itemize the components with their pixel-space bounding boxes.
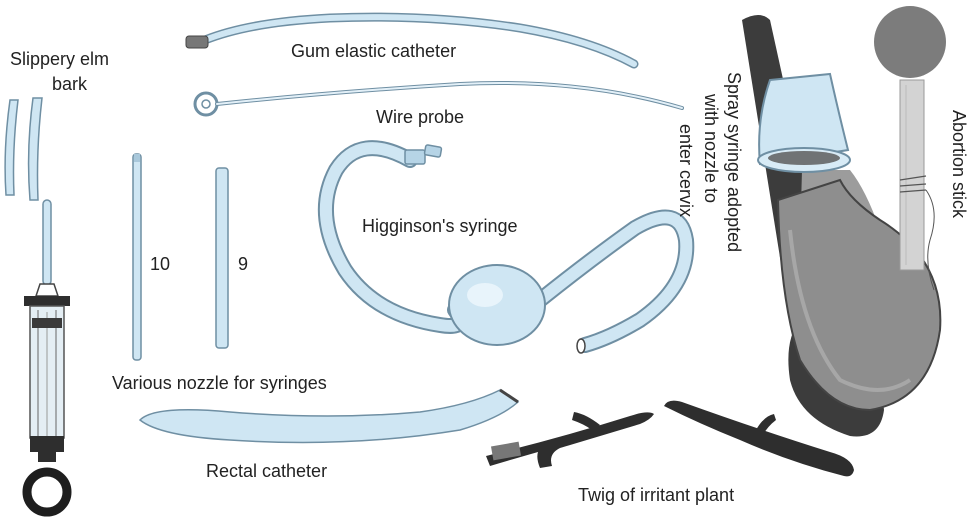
- higginsons-syringe: [326, 145, 686, 353]
- label-slippery-elm-line1: Slippery elm: [10, 49, 109, 69]
- label-nozzle-9: 9: [238, 254, 248, 274]
- nozzle-10: [133, 154, 141, 360]
- rectal-catheter: [140, 390, 518, 442]
- label-gum-elastic-catheter: Gum elastic catheter: [291, 41, 456, 61]
- label-higginsons-syringe: Higginson's syringe: [362, 216, 518, 236]
- label-wire-probe: Wire probe: [376, 107, 464, 127]
- twig-irritant-plant: [486, 401, 854, 477]
- label-spray-syringe-line1: Spray syringe adopted: [724, 72, 744, 252]
- slippery-elm-bark: [5, 98, 42, 200]
- label-abortion-stick: Abortion stick: [949, 110, 969, 219]
- label-spray-syringe-line2: with nozzle to: [701, 93, 721, 203]
- nozzle-9: [216, 168, 228, 348]
- glass-syringe-left: [24, 200, 70, 512]
- label-rectal-catheter: Rectal catheter: [206, 461, 327, 481]
- label-spray-syringe-line3: enter cervix: [676, 124, 696, 217]
- label-nozzle-10: 10: [150, 254, 170, 274]
- label-slippery-elm-line2: bark: [52, 74, 88, 94]
- label-twig: Twig of irritant plant: [578, 485, 734, 505]
- label-various-nozzles: Various nozzle for syringes: [112, 373, 327, 393]
